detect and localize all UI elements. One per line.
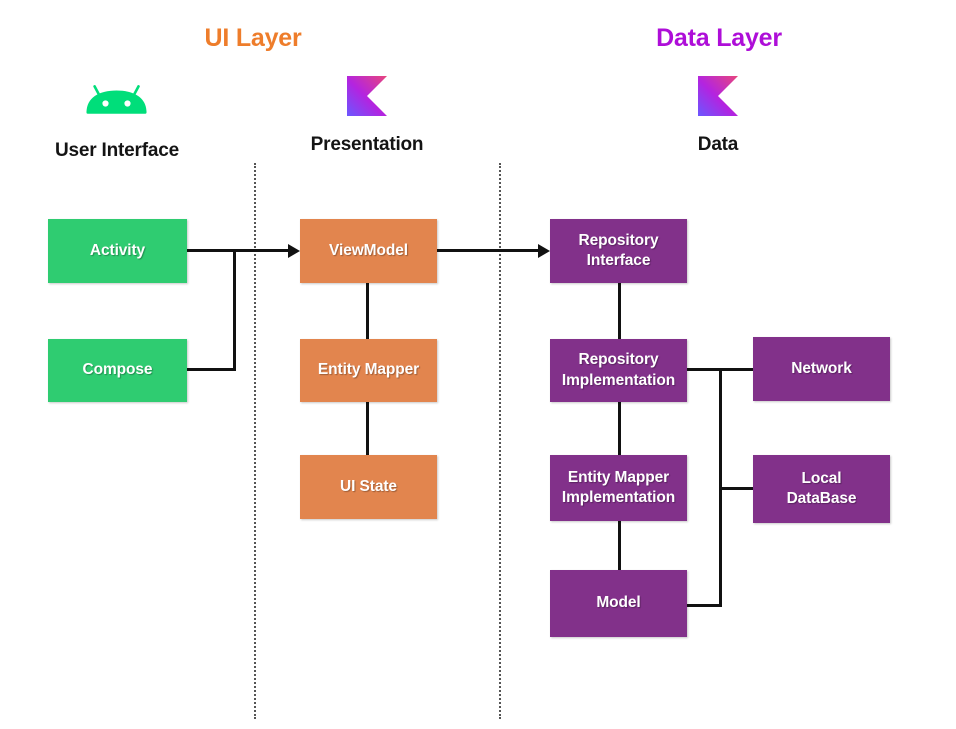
connector-entity-mapper-to-ui-state: [366, 402, 369, 458]
column-user-interface: User Interface: [0, 82, 237, 162]
kotlin-logo-icon: [598, 76, 838, 116]
connector-repository-implementation-to-entity-mapper-impl: [618, 402, 621, 458]
column-label-presentation: Presentation: [310, 134, 424, 155]
column-label-user-interface: User Interface: [55, 140, 179, 161]
arrowhead-to-repository-interface: [538, 243, 550, 258]
connector-model-to-bus: [687, 604, 722, 607]
node-activity[interactable]: Activity: [48, 219, 187, 283]
node-entity-mapper[interactable]: Entity Mapper: [300, 339, 437, 402]
connector-entity-mapper-impl-to-model: [618, 521, 621, 573]
column-label-data: Data: [697, 134, 739, 155]
connector-bus-to-local-database: [719, 487, 756, 490]
connector-viewmodel-to-entity-mapper: [366, 283, 369, 339]
connector-repository-interface-to-implementation: [618, 283, 621, 339]
android-robot-icon: [0, 82, 237, 122]
node-repository-implementation[interactable]: Repository Implementation: [550, 339, 687, 402]
node-compose[interactable]: Compose: [48, 339, 187, 402]
node-network[interactable]: Network: [753, 337, 890, 401]
column-presentation: Presentation: [247, 76, 487, 156]
connector-junction-to-viewmodel: [233, 249, 290, 252]
connector-compose-to-junction: [187, 368, 236, 371]
node-repository-interface[interactable]: Repository Interface: [550, 219, 687, 283]
connector-ui-junction-bar: [233, 249, 236, 371]
data-layer-title: Data Layer: [656, 24, 782, 52]
node-local-database[interactable]: Local DataBase: [753, 455, 890, 523]
node-model[interactable]: Model: [550, 570, 687, 637]
connector-viewmodel-to-repository-interface: [437, 249, 541, 252]
connector-activity-to-junction: [187, 249, 236, 252]
node-viewmodel[interactable]: ViewModel: [300, 219, 437, 283]
layer-divider-right: [499, 163, 501, 719]
kotlin-logo-icon: [247, 76, 487, 116]
arrowhead-to-viewmodel: [288, 243, 300, 258]
node-ui-state[interactable]: UI State: [300, 455, 437, 519]
layer-divider-left: [254, 163, 256, 719]
column-data: Data: [598, 76, 838, 156]
node-entity-mapper-implementation[interactable]: Entity Mapper Implementation: [550, 455, 687, 521]
ui-layer-title: UI Layer: [204, 24, 302, 52]
